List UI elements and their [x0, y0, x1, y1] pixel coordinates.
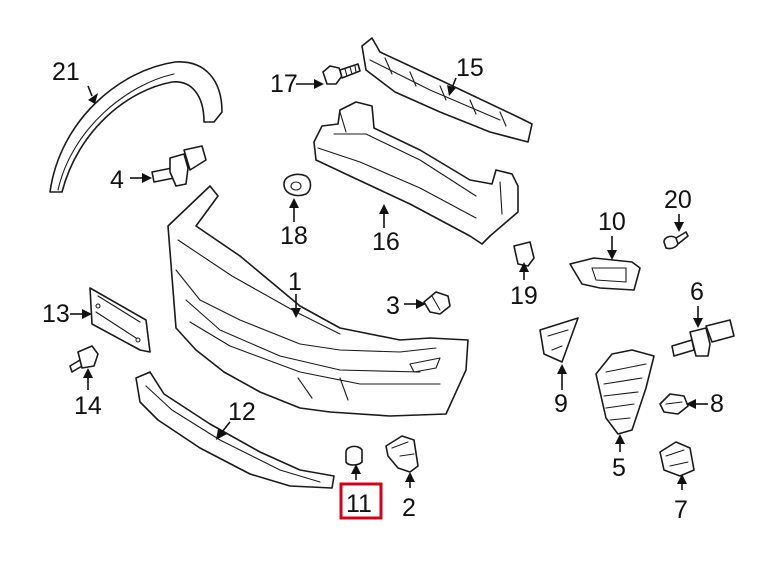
callout-20: 20	[664, 186, 692, 214]
callout-14: 14	[74, 392, 102, 420]
callout-8: 8	[710, 390, 724, 418]
callout-1: 1	[288, 268, 302, 296]
part-20-screw	[663, 231, 689, 250]
part-11-plug	[345, 445, 363, 466]
part-13-license-bracket	[89, 287, 151, 353]
part-3-clip	[423, 291, 451, 315]
part-7-bracket	[659, 441, 695, 477]
callout-12: 12	[228, 398, 256, 426]
part-21-wheel-arch-molding	[49, 61, 223, 193]
part-16-reinforcement-beam	[313, 101, 519, 245]
part-18-grommet	[283, 173, 312, 197]
part-2-bracket	[385, 435, 419, 473]
callout-7: 7	[674, 496, 688, 524]
callout-21: 21	[52, 58, 80, 86]
leader-lines	[70, 77, 708, 490]
callout-17: 17	[270, 70, 298, 98]
callout-4: 4	[110, 166, 124, 194]
part-5-grille-insert	[595, 349, 655, 435]
part-17-bolt	[322, 63, 361, 85]
callout-5: 5	[612, 454, 626, 482]
part-19-clip	[513, 241, 535, 267]
part-8-clip	[659, 393, 689, 415]
part-15-energy-absorber	[361, 37, 533, 143]
callout-16: 16	[372, 228, 400, 256]
part-9-bracket	[539, 317, 579, 363]
callout-13: 13	[42, 300, 70, 328]
callout-15: 15	[456, 54, 484, 82]
part-12-lower-valance	[135, 371, 335, 489]
part-6-push-pin	[671, 319, 735, 357]
callout-18: 18	[280, 222, 308, 250]
callout-10: 10	[598, 208, 626, 236]
callout-2: 2	[402, 494, 416, 522]
part-14-push-pin	[69, 345, 99, 373]
part-10-fog-lamp-bezel	[569, 257, 641, 291]
part-1-bumper-cover	[167, 185, 469, 417]
part-4-push-pin	[151, 145, 207, 187]
callout-3: 3	[386, 292, 400, 320]
callout-9: 9	[554, 390, 568, 418]
callout-6: 6	[690, 278, 704, 306]
callout-11: 11	[346, 490, 372, 518]
callout-19: 19	[510, 282, 538, 310]
highlight-box-11	[339, 482, 383, 520]
